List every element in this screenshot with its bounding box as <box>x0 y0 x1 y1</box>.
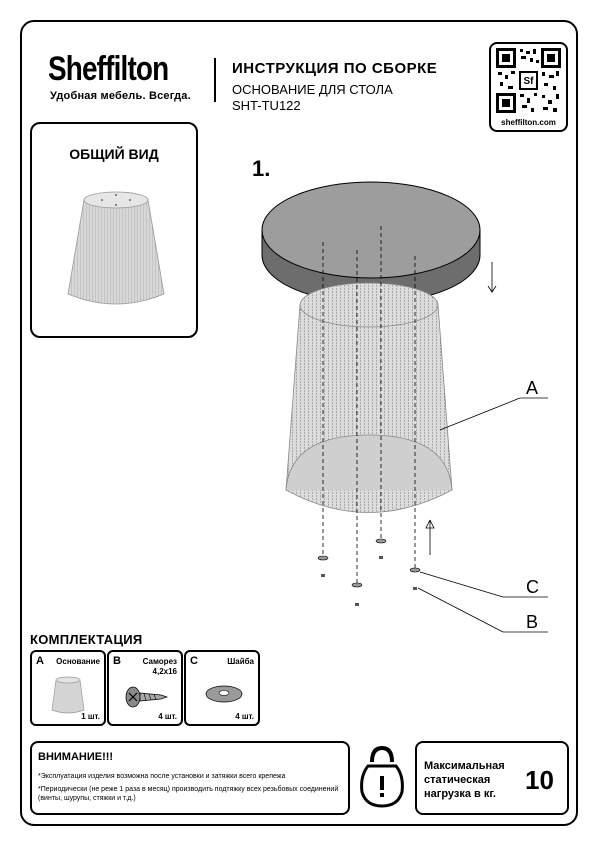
label-c: C <box>526 577 539 597</box>
warning-line-1: *Эксплуатация изделия возможна после уст… <box>38 773 286 780</box>
load-value: 10 <box>525 765 554 795</box>
kit-item-name: Основание <box>56 657 100 666</box>
base-icon <box>51 676 85 714</box>
label-b: B <box>526 612 539 632</box>
kit-item-base: A Основание 1 шт. <box>30 650 106 726</box>
kit-item-name: Шайба <box>227 657 254 666</box>
overview-panel: ОБЩИЙ ВИД <box>30 122 198 338</box>
doc-subtitle: ОСНОВАНИЕ ДЛЯ СТОЛА <box>232 82 393 97</box>
page-frame <box>20 20 578 826</box>
step-number: 1. <box>252 156 271 181</box>
warning-line-2: *Периодически (не реже 1 раза в месяц) п… <box>38 786 339 802</box>
alignment-lines <box>322 226 416 585</box>
kit-title: КОМПЛЕКТАЦИЯ <box>30 632 143 647</box>
kit-item-letter: C <box>190 655 198 667</box>
brand-logo: Sheffilton <box>48 50 169 88</box>
kit-item-letter: B <box>113 655 121 667</box>
table-top <box>261 181 481 304</box>
qr-code-icon: Sf <box>496 48 561 113</box>
kit-item-qty: 1 шт. <box>81 712 100 721</box>
screw-icon <box>125 686 169 708</box>
kit-item-qty: 4 шт. <box>235 712 254 721</box>
svg-text:Sf: Sf <box>524 76 535 87</box>
base-part-a <box>285 282 453 513</box>
qr-block: Sf sheffilton.com <box>489 42 568 132</box>
doc-title: ИНСТРУКЦИЯ ПО СБОРКЕ <box>232 60 438 77</box>
label-a: A <box>526 378 539 398</box>
warning-box: ВНИМАНИЕ!!! *Эксплуатация изделия возмож… <box>30 741 350 815</box>
fasteners <box>317 538 421 606</box>
kit-item-letter: A <box>36 655 44 667</box>
overview-title: ОБЩИЙ ВИД <box>69 146 159 162</box>
header-divider <box>214 58 216 102</box>
load-label: Максимальная статическая нагрузка в кг. <box>424 760 505 800</box>
kit-item-qty: 4 шт. <box>158 712 177 721</box>
warning-title: ВНИМАНИЕ!!! <box>38 751 114 763</box>
overview-base-illustration <box>67 191 165 305</box>
doc-code: SHT-TU122 <box>232 98 301 113</box>
kit-item-washer: C Шайба 4 шт. <box>184 650 260 726</box>
direction-arrows <box>425 262 497 555</box>
washer-icon <box>205 685 243 703</box>
load-box: Максимальная статическая нагрузка в кг. … <box>415 741 569 815</box>
qr-url: sheffilton.com <box>501 118 556 127</box>
leader-lines <box>417 397 548 633</box>
kettlebell-icon <box>360 745 404 808</box>
brand-slogan: Удобная мебель. Всегда. <box>50 90 191 102</box>
